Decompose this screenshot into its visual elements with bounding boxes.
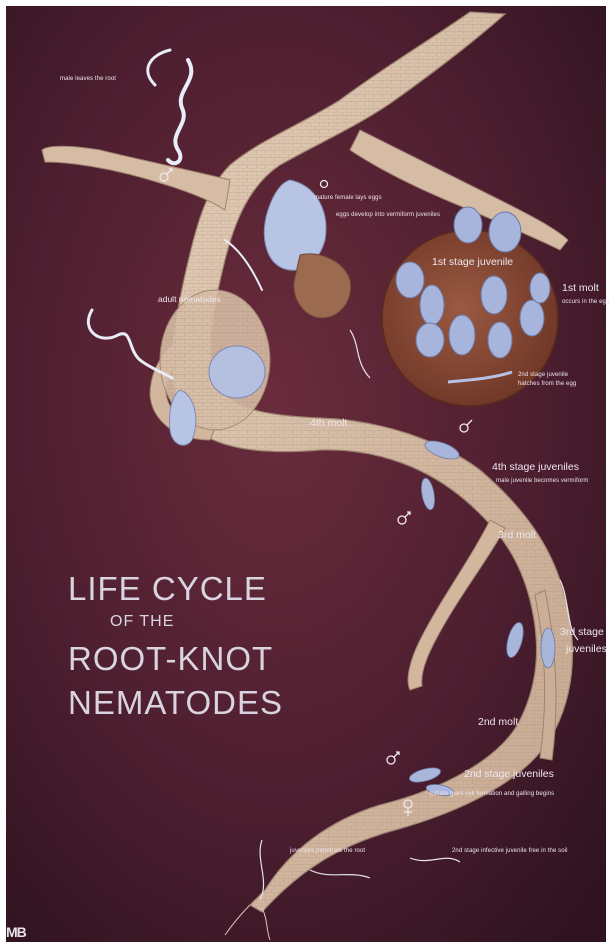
- adult-female: [209, 346, 265, 398]
